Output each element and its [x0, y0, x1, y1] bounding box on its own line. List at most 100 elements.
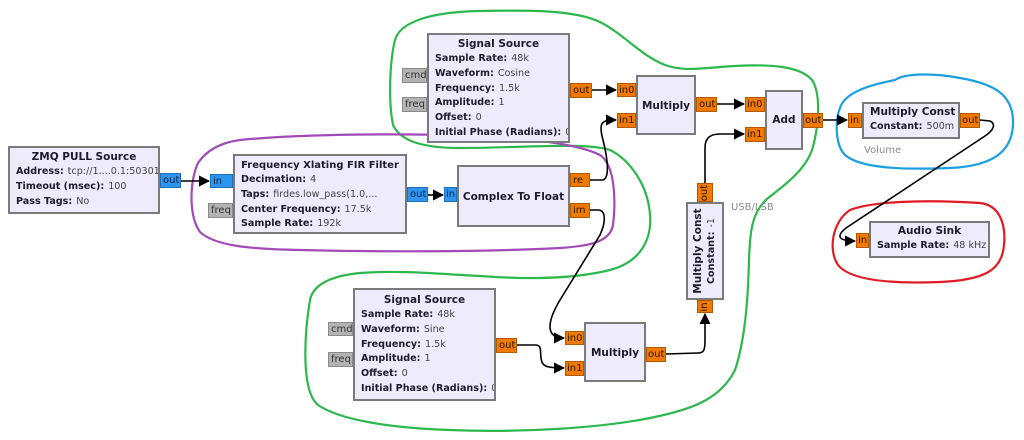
port-add-in1[interactable]: in1 [745, 127, 765, 142]
param-value: 1.5k [425, 338, 446, 350]
connection-volume-to-audio-sink[interactable] [839, 119, 995, 247]
block-multiply-const-volume[interactable]: Multiply Const Constant:500m [862, 102, 960, 139]
param-value: 1.5k [499, 82, 520, 94]
param-row: Timeout (msec):100 [16, 180, 152, 195]
port-multtop-in0[interactable]: in0 [617, 83, 636, 97]
port-add-out[interactable]: out [803, 113, 823, 128]
param-label: Frequency: [435, 82, 495, 94]
port-mconst-in[interactable]: in [697, 300, 713, 313]
block-title: Multiply [590, 346, 640, 359]
param-row: Sample Rate:48 kHz [877, 238, 986, 253]
block-signal-source-sine[interactable]: Signal Source Sample Rate:48k Waveform:S… [353, 288, 496, 401]
port-c2f-in[interactable]: in [444, 187, 457, 202]
port-c2f-im[interactable]: im [570, 203, 590, 218]
param-label: Frequency: [361, 338, 421, 350]
param-label: Sample Rate: [361, 309, 434, 320]
block-title-wrap: Add [767, 92, 801, 148]
block-audio-sink[interactable]: Audio Sink Sample Rate:48 kHz [869, 221, 990, 258]
port-fir-freq[interactable]: freq [208, 203, 233, 218]
block-multiply-const-usb-lsb[interactable]: Multiply Const Constant: -1 [686, 202, 724, 300]
param-label: Amplitude: [361, 353, 421, 365]
port-add-in0[interactable]: in0 [745, 97, 765, 112]
block-title: Multiply Const [870, 106, 956, 118]
block-title: Frequency Xlating FIR Filter [241, 160, 399, 171]
block-title-wrap: Complex To Float [462, 169, 565, 225]
port-fir-out[interactable]: out [407, 187, 428, 202]
port-volume-in[interactable]: in [848, 113, 862, 128]
param-row: Frequency: 1.5k [435, 82, 562, 97]
port-sigtop-cmd[interactable]: cmd [402, 68, 427, 83]
block-multiply-bottom[interactable]: Multiply [584, 322, 646, 382]
param-row: Sample Rate:48k [435, 52, 562, 67]
connection-multbot-to-mconst[interactable] [665, 312, 711, 355]
port-sigbot-cmd[interactable]: cmd [328, 322, 353, 336]
param-label: Waveform: [361, 323, 420, 335]
param-value: firdes.low_pass(1.0,... [273, 188, 378, 200]
param-label: Constant: [706, 231, 717, 285]
param-value: 0 [475, 112, 482, 124]
port-sigtop-freq[interactable]: freq [402, 97, 427, 112]
port-volume-out[interactable]: out [960, 113, 980, 128]
port-multtop-out[interactable]: out [696, 97, 717, 112]
param-label: Decimation: [241, 174, 307, 185]
block-title: Signal Source [383, 294, 466, 306]
param-value: 0 [565, 127, 568, 138]
port-multtop-in1[interactable]: in1 [617, 113, 636, 128]
port-c2f-re[interactable]: re [570, 173, 590, 187]
block-title: Multiply [641, 99, 691, 112]
param-row: Waveform:Cosine [435, 67, 562, 82]
port-audio-sink-in[interactable]: in [856, 233, 869, 248]
port-sigbot-out[interactable]: out [496, 338, 517, 353]
param-row: Center Frequency:17.5k [241, 203, 399, 218]
param-row: Pass Tags:No [16, 195, 152, 210]
connection-c2f-re-to-multtop-in1[interactable] [590, 114, 618, 181]
param-value: 0 [401, 368, 408, 380]
connection-sigbot-to-multbot-in1[interactable] [517, 344, 566, 374]
block-freq-xlating-fir-filter[interactable]: Frequency Xlating FIR Filter Decimation:… [233, 154, 407, 234]
param-label: Initial Phase (Radians): [361, 382, 488, 394]
block-add[interactable]: Add [765, 90, 803, 150]
param-value: -1 [706, 217, 717, 228]
param-value: Sine [423, 323, 445, 335]
block-comment-usb-lsb: USB/LSB [731, 202, 774, 213]
port-zmq-out[interactable]: out [160, 173, 181, 188]
port-multbot-out[interactable]: out [646, 347, 666, 362]
param-row: Decimation:4 [241, 173, 399, 188]
port-fir-in[interactable]: in [210, 174, 233, 188]
port-sigtop-out[interactable]: out [570, 83, 592, 98]
param-row: Sample Rate:48k [361, 308, 488, 323]
param-row: Offset:0 [361, 367, 488, 382]
port-sigbot-freq[interactable]: freq [328, 352, 353, 367]
param-label: Pass Tags: [16, 195, 73, 207]
param-value: tcp://1....0.1:50301 [67, 166, 160, 177]
block-signal-source-cosine[interactable]: Signal Source Sample Rate:48k Waveform:C… [427, 33, 570, 143]
param-row: Waveform:Sine [361, 323, 488, 338]
param-label: Sample Rate: [877, 240, 950, 251]
block-comment-volume: Volume [864, 145, 902, 156]
block-multiply-top[interactable]: Multiply [636, 75, 696, 135]
param-value: 4 [310, 174, 317, 185]
connection-mconst-to-add-in1[interactable] [704, 128, 746, 183]
port-mconst-out[interactable]: out [697, 183, 713, 202]
param-row: Amplitude:1 [435, 96, 562, 111]
port-label: out [699, 184, 710, 201]
param-row: Initial Phase (Radians):0 [361, 382, 494, 397]
param-value: 1 [498, 97, 505, 109]
port-label: in [699, 301, 710, 312]
block-title: Multiply Const [692, 208, 704, 294]
param-value: No [76, 195, 90, 207]
block-title: ZMQ PULL Source [31, 151, 137, 163]
connection-c2f-im-to-multbot-in0[interactable] [549, 209, 606, 344]
block-title: Complex To Float [462, 190, 565, 203]
param-row: Initial Phase (Radians):0 [435, 126, 568, 141]
param-label: Offset: [361, 368, 398, 380]
param-label: Taps: [241, 188, 270, 200]
block-complex-to-float[interactable]: Complex To Float [457, 165, 570, 227]
rotated-content: Multiply Const Constant: -1 [686, 202, 724, 300]
port-multbot-in1[interactable]: in1 [565, 361, 584, 376]
block-zmq-pull-source[interactable]: ZMQ PULL Source Address:tcp://1....0.1:5… [8, 146, 160, 214]
port-multbot-in0[interactable]: in0 [565, 331, 584, 345]
param-row: Offset:0 [435, 111, 562, 126]
